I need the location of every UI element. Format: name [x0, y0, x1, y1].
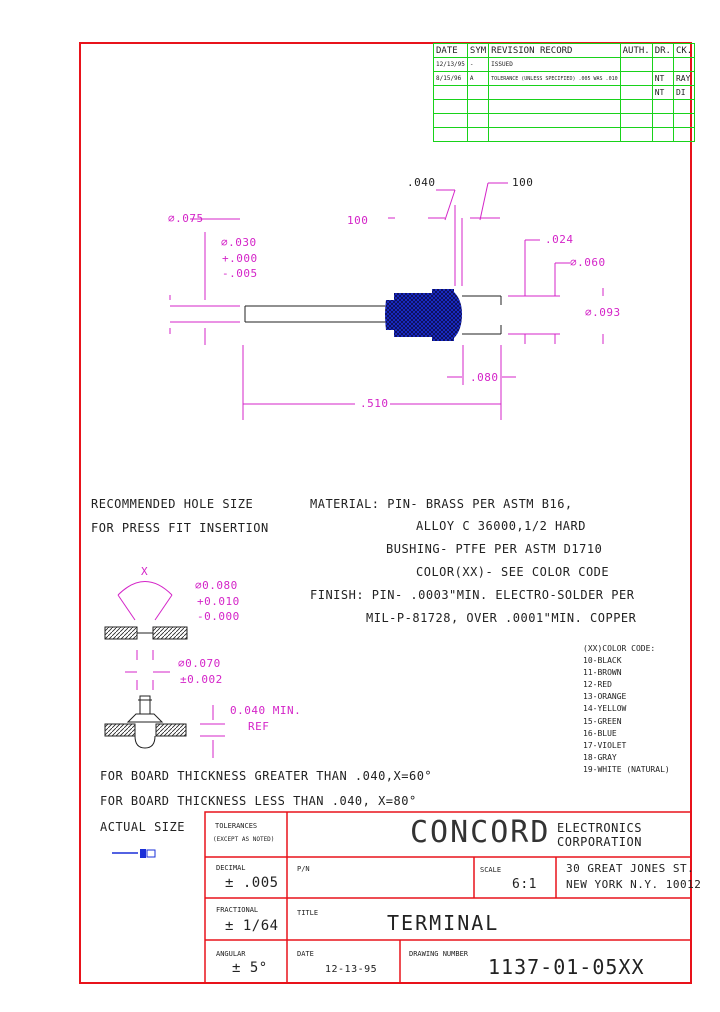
date-label: DATE — [297, 950, 314, 958]
dimension-lines — [169, 182, 604, 420]
date-value: 12-13-95 — [325, 964, 378, 975]
revision-row — [433, 113, 696, 128]
hole-dia-1-plus: +0.010 — [197, 595, 240, 608]
hole-title-2: FOR PRESS FIT INSERTION — [91, 521, 269, 535]
dim-030-tol-plus: +.000 — [222, 252, 258, 265]
hole-dia-2-tol: ±0.002 — [180, 673, 223, 686]
address-line-1: 30 GREAT JONES ST. — [566, 862, 695, 875]
drawing-number: 1137-01-05XX — [488, 955, 645, 979]
scale-label: SCALE — [480, 866, 502, 874]
dim-024: .024 — [545, 233, 574, 246]
color-code-item: 16-BLUE — [583, 728, 617, 738]
decimal-value: ± .005 — [225, 875, 279, 891]
finish-line-1: FINISH: PIN- .0003"MIN. ELECTRO-SOLDER P… — [310, 588, 635, 602]
hole-title-1: RECOMMENDED HOLE SIZE — [91, 497, 254, 511]
dim-100-left: 100 — [347, 214, 369, 227]
min-ref-1: 0.040 MIN. — [230, 704, 302, 717]
dim-030: ⌀.030 — [221, 236, 257, 249]
color-code-item: 13-ORANGE — [583, 692, 627, 702]
dim-060: ⌀.060 — [570, 256, 606, 269]
dim-100-right: 100 — [512, 176, 534, 189]
pin-shaft — [244, 305, 385, 323]
color-code-title: (XX)COLOR CODE: — [583, 644, 656, 653]
drawing-title: TERMINAL — [387, 911, 500, 935]
hole-section-bottom — [104, 650, 225, 758]
hole-section-top — [104, 581, 188, 640]
fractional-value: ± 1/64 — [225, 918, 279, 934]
color-code-item: 10-BLACK — [583, 656, 622, 666]
dim-093: ⌀.093 — [585, 306, 621, 319]
material-line-4: COLOR(XX)- SEE COLOR CODE — [416, 565, 610, 579]
knurled-body — [385, 289, 462, 341]
revision-row: NT DI — [433, 85, 696, 100]
color-code-item: 15-GREEN — [583, 716, 622, 726]
pn-label: P/N — [297, 865, 310, 873]
company-line-2: CORPORATION — [557, 835, 642, 849]
scale-value: 6:1 — [512, 877, 537, 892]
color-code-list: (XX)COLOR CODE: 10-BLACK 11-BROWN 12-RED… — [583, 643, 670, 776]
tolerances-sub: (EXCEPT AS NOTED) — [213, 836, 275, 843]
dim-040: .040 — [407, 176, 436, 189]
title-block-grid — [204, 811, 692, 984]
color-code-item: 19-WHITE (NATURAL) — [583, 764, 670, 774]
revision-row — [433, 127, 696, 142]
board-note-2: FOR BOARD THICKNESS LESS THAN .040, X=80… — [100, 794, 417, 808]
address-line-2: NEW YORK N.Y. 10012 — [566, 878, 702, 891]
hole-dia-1-minus: -0.000 — [197, 610, 240, 623]
color-code-item: 11-BROWN — [583, 668, 622, 678]
finish-line-2: MIL-P-81728, OVER .0001"MIN. COPPER — [366, 611, 637, 625]
decimal-label: DECIMAL — [216, 864, 246, 872]
company-line-1: ELECTRONICS — [557, 821, 642, 835]
company-name: CONCORD — [410, 815, 551, 850]
title-label: TITLE — [297, 909, 319, 917]
actual-size-icon — [112, 849, 156, 858]
fractional-label: FRACTIONAL — [216, 906, 259, 914]
revision-row — [433, 99, 696, 114]
material-line-2: ALLOY C 36000,1/2 HARD — [416, 519, 586, 533]
hole-dia-2: ⌀0.070 — [178, 657, 221, 670]
dim-075: ⌀.075 — [168, 212, 204, 225]
hole-dia-1: ⌀0.080 — [195, 579, 238, 592]
revision-table: DATE SYM REVISION RECORD AUTH. DR. CK. 1… — [433, 43, 696, 142]
material-line-3: BUSHING- PTFE PER ASTM D1710 — [386, 542, 603, 556]
pin-end — [462, 295, 502, 335]
actual-size-label: ACTUAL SIZE — [100, 820, 185, 834]
dim-080: .080 — [470, 371, 499, 384]
tolerances-label: TOLERANCES — [215, 822, 258, 830]
revision-row: 8/15/96 A TOLERANCE (UNLESS SPECIFIED) .… — [433, 71, 696, 86]
revision-header: DATE SYM REVISION RECORD AUTH. DR. CK. — [433, 43, 696, 58]
angle-x-label: X — [141, 565, 149, 578]
angular-value: ± 5° — [232, 960, 268, 976]
board-note-1: FOR BOARD THICKNESS GREATER THAN .040,X=… — [100, 769, 433, 783]
drawing-number-label: DRAWING NUMBER — [409, 950, 469, 958]
material-line-1: MATERIAL: PIN- BRASS PER ASTM B16, — [310, 497, 573, 511]
dim-510: .510 — [360, 397, 389, 410]
dim-030-tol-minus: -.005 — [222, 267, 258, 280]
color-code-item: 18-GRAY — [583, 752, 617, 762]
color-code-item: 17-VIOLET — [583, 740, 627, 750]
color-code-item: 14-YELLOW — [583, 704, 627, 714]
angular-label: ANGULAR — [216, 950, 246, 958]
color-code-item: 12-RED — [583, 680, 612, 690]
min-ref-2: REF — [248, 720, 270, 733]
